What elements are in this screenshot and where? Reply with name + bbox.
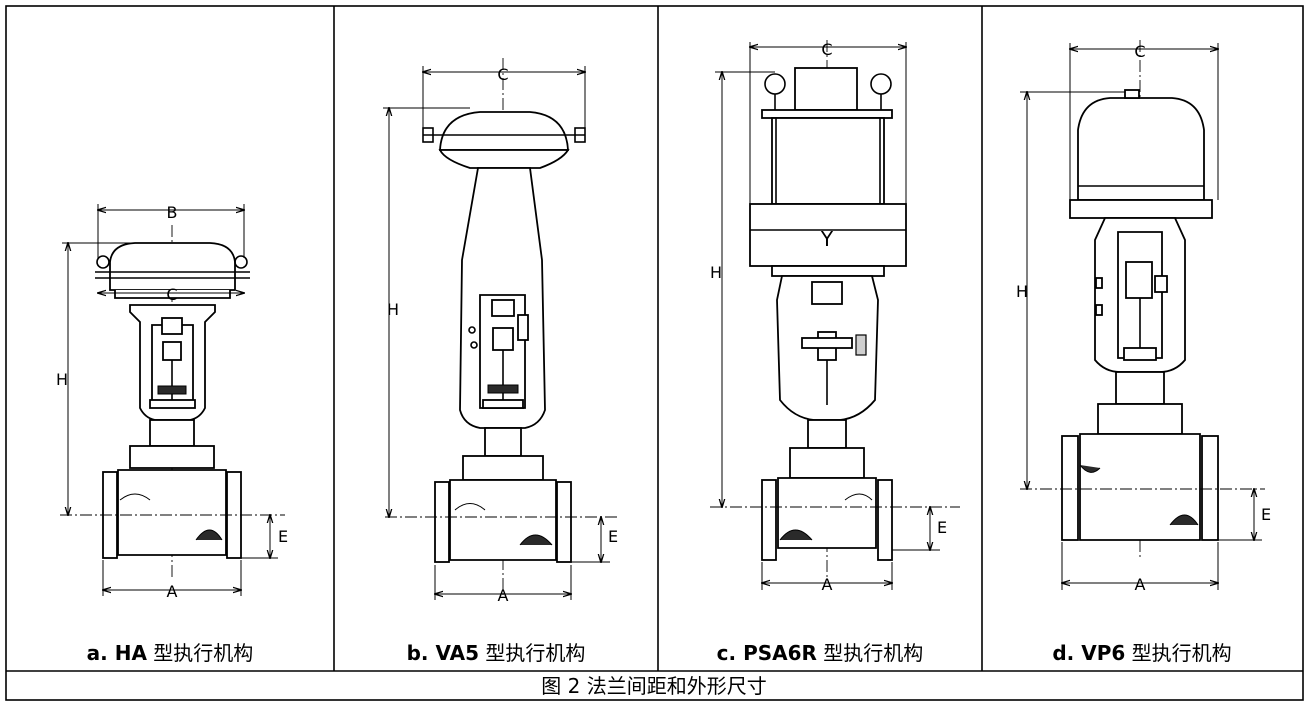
dim-h-label: H (710, 263, 722, 282)
dim-e-label: E (937, 518, 947, 537)
valve-drawing-psa6r: Y C H E A (710, 40, 960, 594)
dim-a-label: A (822, 575, 833, 594)
dim-a-label: A (167, 582, 178, 601)
dim-h-label: H (387, 300, 399, 319)
dim-a-label: A (498, 586, 509, 605)
brand-mark: Y (820, 227, 834, 251)
dim-e-label: E (1261, 505, 1271, 524)
dim-c-label: C (166, 285, 177, 304)
valve-drawing-va5: C H E A (383, 58, 620, 605)
valve-drawing-vp6: C H E A (1016, 40, 1271, 594)
figure-caption: 图 2 法兰间距和外形尺寸 (541, 674, 766, 698)
panel-caption-b: b. VA5 型执行机构 (407, 641, 586, 665)
table-grid (5, 5, 1304, 701)
dim-h-label: H (56, 370, 68, 389)
panel-caption-a: a. HA 型执行机构 (87, 641, 254, 665)
dim-e-label: E (278, 527, 288, 546)
dim-h-label: H (1016, 282, 1028, 301)
dim-e-label: E (608, 527, 618, 546)
dim-c-label: C (497, 65, 508, 84)
dim-c-label: C (1134, 42, 1145, 61)
panel-caption-d: d. VP6 型执行机构 (1052, 641, 1231, 665)
panel-caption-c: c. PSA6R 型执行机构 (717, 641, 924, 665)
dim-c-label: C (821, 40, 832, 59)
valve-drawing-ha: B C H E A (56, 203, 288, 601)
dim-b-label: B (167, 203, 178, 222)
dim-a-label: A (1135, 575, 1146, 594)
